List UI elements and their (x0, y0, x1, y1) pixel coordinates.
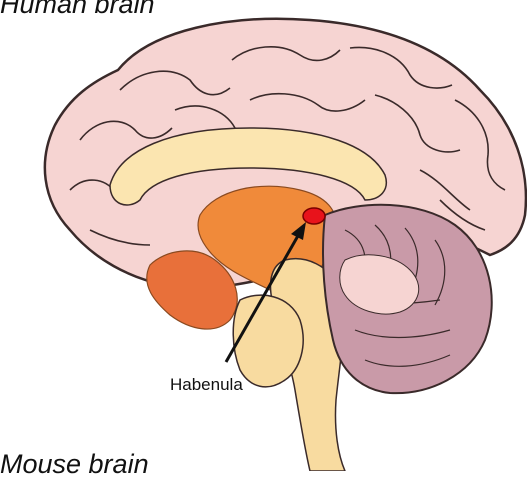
pons (233, 295, 303, 387)
habenula-marker (303, 208, 325, 224)
habenula-label: Habenula (170, 375, 243, 394)
figure-subtitle: Mouse brain (0, 449, 149, 480)
